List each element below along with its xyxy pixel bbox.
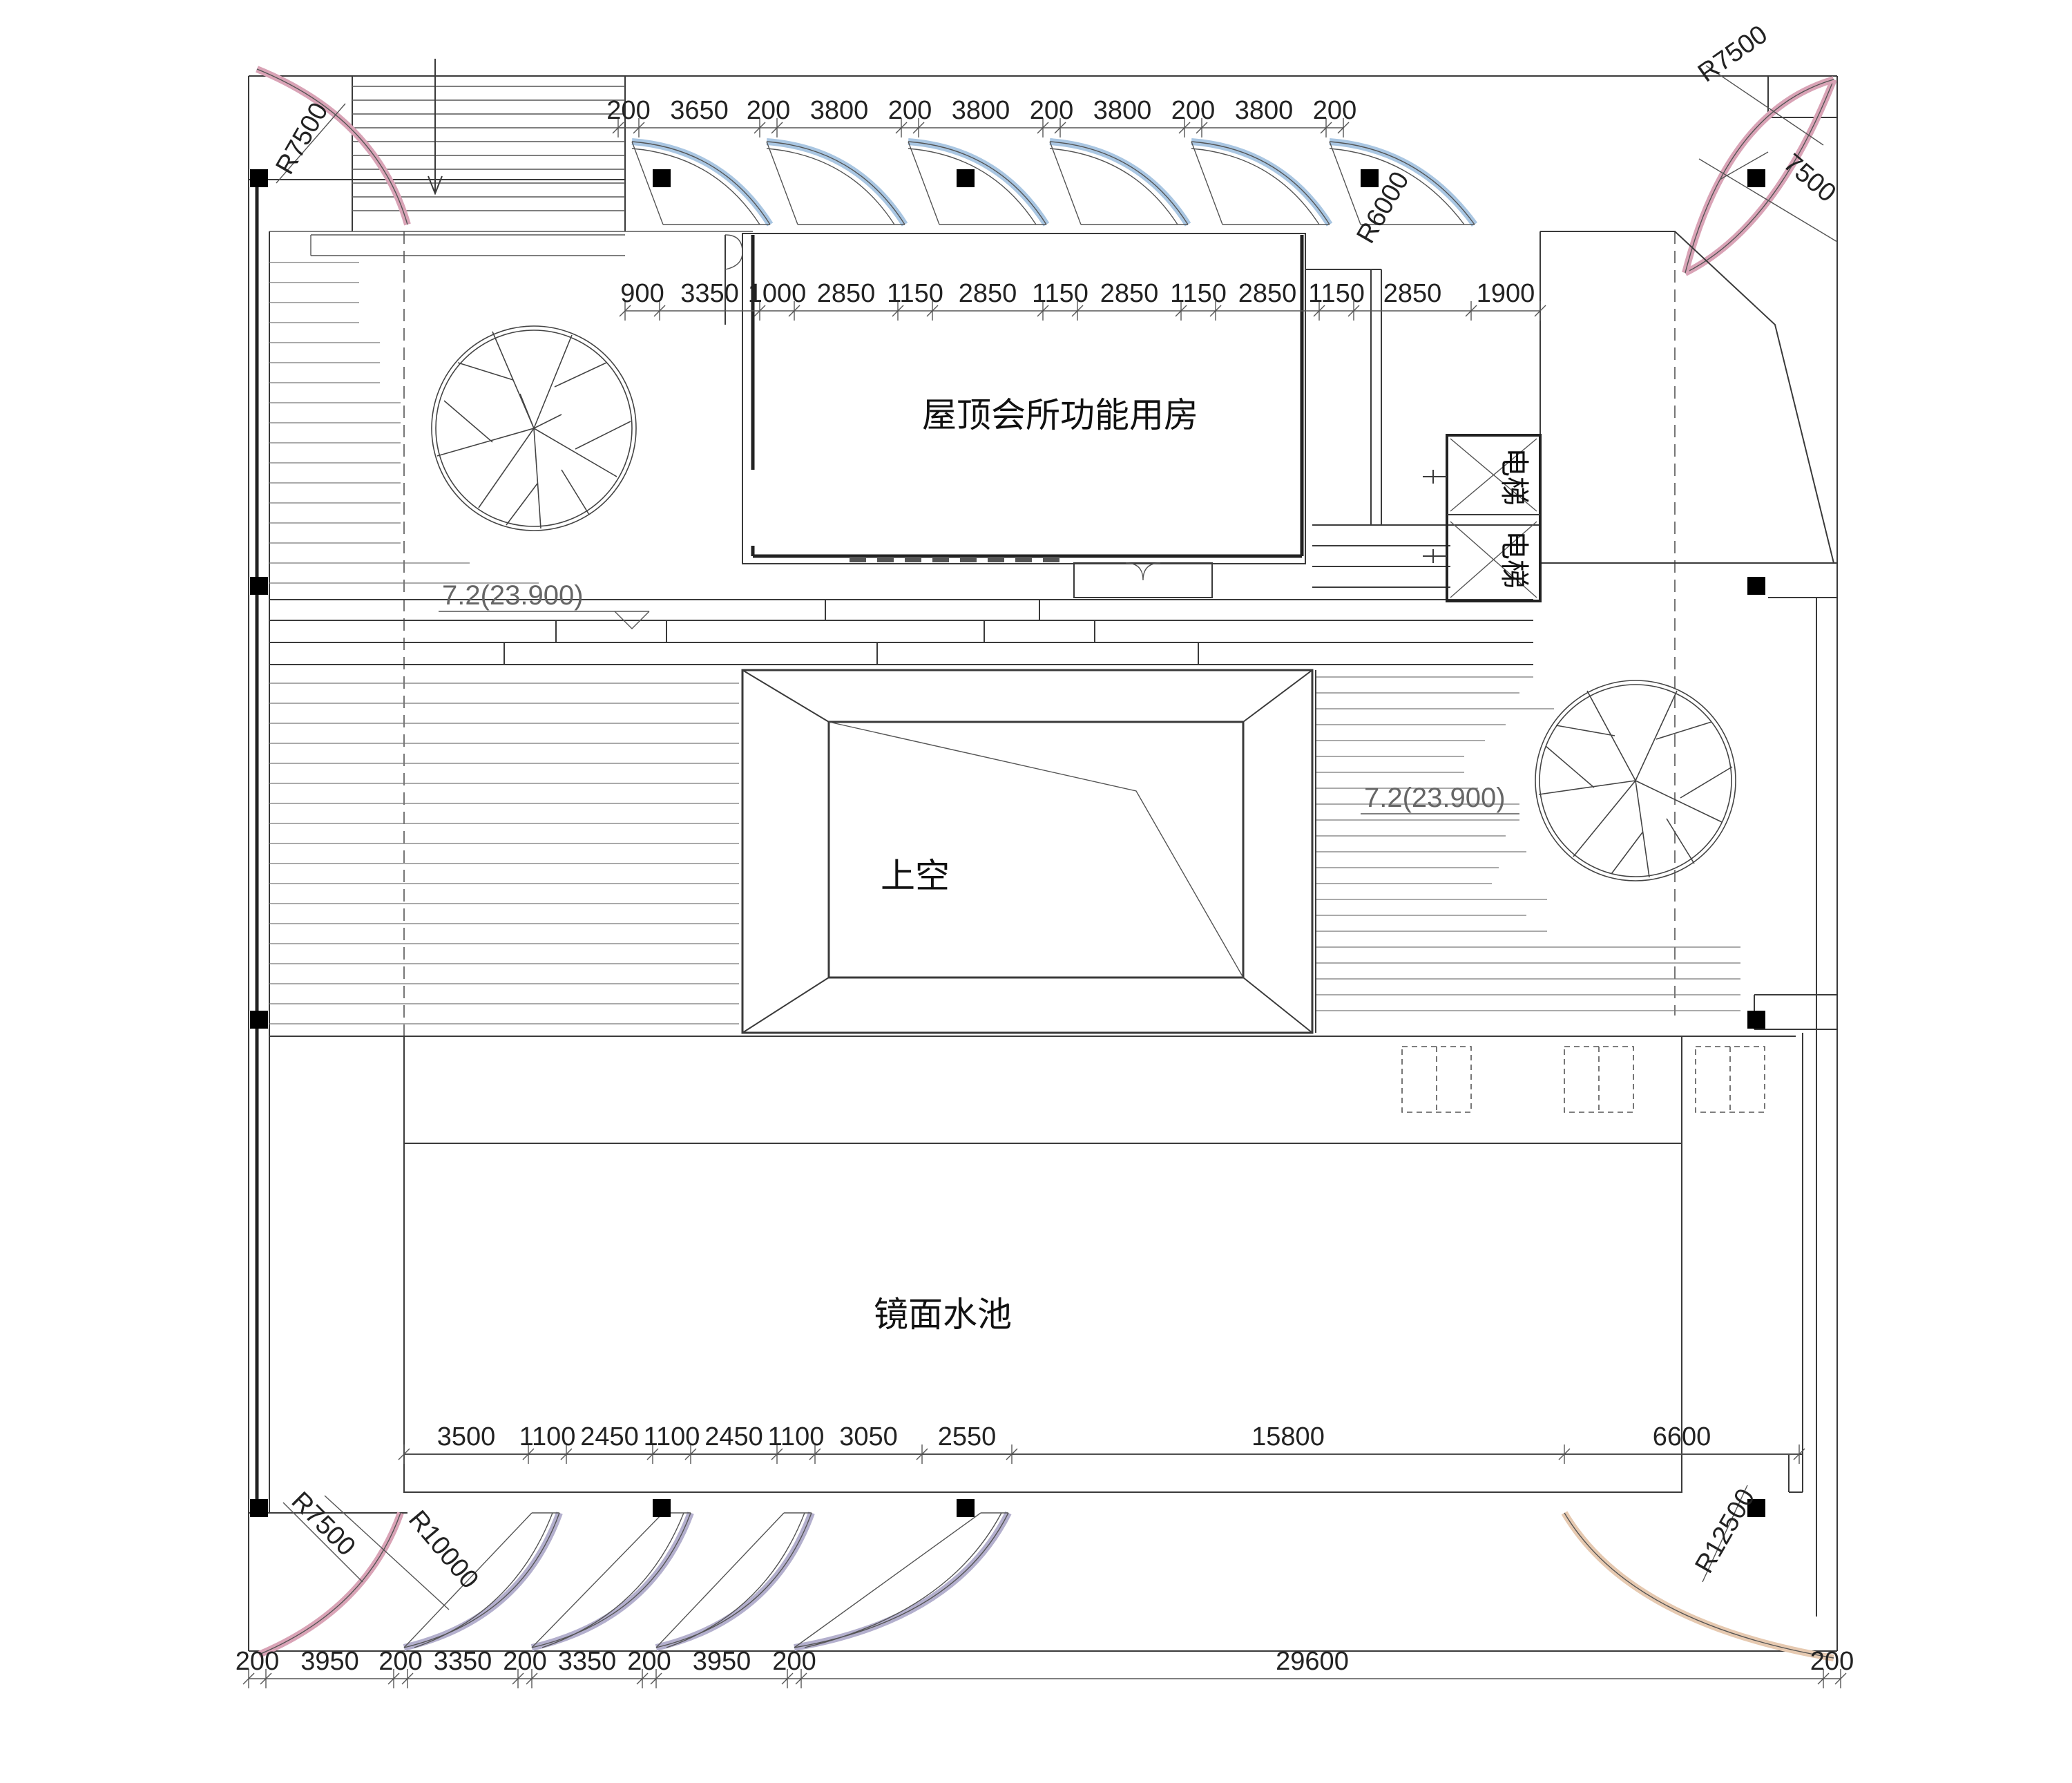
dimension-value: 900: [620, 279, 664, 308]
elevation-label-right: 7.2(23.900): [1364, 783, 1506, 813]
dimension-value: 3950: [693, 1647, 751, 1676]
elevation-markers: 7.2(23.900) 7.2(23.900): [439, 580, 1519, 814]
dimension-value: 2850: [1383, 279, 1442, 308]
dimension-value: 29600: [1276, 1647, 1349, 1676]
dimension-value: 3350: [434, 1647, 492, 1676]
dimension-value: 6600: [1653, 1422, 1711, 1451]
dimension-value: 200: [1171, 96, 1215, 125]
deck-boards-right: [1315, 670, 1740, 1033]
arc-top-left: [256, 66, 411, 226]
mirror-pool: [269, 1036, 1803, 1493]
dimension-value: 2550: [938, 1422, 997, 1451]
dimension-value: 2850: [959, 279, 1017, 308]
dimension-value: 3350: [558, 1647, 617, 1676]
room-label-clubhouse: 屋顶会所功能用房: [922, 395, 1198, 435]
corner-arcs: [256, 65, 1838, 1661]
dimension-value: 200: [378, 1647, 422, 1676]
dimension-value: 200: [772, 1647, 816, 1676]
elevator-label-lower: 电梯: [1497, 531, 1531, 589]
tree-top-left: [431, 325, 637, 531]
dimension-value: 1100: [519, 1422, 576, 1451]
elevator-label-upper: 电梯: [1497, 448, 1531, 506]
dimension-value: 2450: [580, 1422, 639, 1451]
dimension-value: 200: [1030, 96, 1073, 125]
dimension-value: 1150: [1170, 279, 1227, 308]
outer-boundary: [248, 75, 1838, 1652]
dimension-value: 2850: [1238, 279, 1297, 308]
top-fan-windows: [631, 138, 1478, 227]
radius-bottom-left-b: R10000: [403, 1505, 484, 1594]
dimension-value: 200: [606, 96, 650, 125]
dimension-value: 3050: [839, 1422, 898, 1451]
dimension-value: 1100: [644, 1422, 700, 1451]
dimension-value: 200: [627, 1647, 671, 1676]
deck-boards-middle: [269, 599, 1533, 665]
dimension-value: 2850: [1100, 279, 1159, 308]
dimension-value: 3350: [680, 279, 739, 308]
dimension-value: 3650: [670, 96, 729, 125]
columns: [250, 169, 1765, 1517]
dimension-value: 3800: [1235, 96, 1294, 125]
radius-top-right-b: 7500: [1778, 149, 1841, 209]
dimension-value: 200: [236, 1647, 279, 1676]
dimension-chain-bottom: 200 3950 200 3350 200 3350 200 3950 200 29600 200: [236, 1647, 1854, 1688]
dimension-value: 200: [1313, 96, 1356, 125]
clubhouse-room: [725, 231, 1837, 598]
elevation-label-left: 7.2(23.900): [442, 580, 584, 611]
dimension-value: 1150: [1308, 279, 1365, 308]
dimension-value: 15800: [1251, 1422, 1325, 1451]
dimension-value: 3500: [437, 1422, 496, 1451]
bottom-fan-windows: [403, 1511, 1012, 1651]
deck-boards-left: [269, 262, 739, 1024]
elevator-shafts: 电梯 电梯: [1423, 434, 1542, 602]
dimension-value: 3800: [810, 96, 869, 125]
dimension-value: 1100: [768, 1422, 825, 1451]
dimension-value: 1150: [1032, 279, 1088, 308]
tree-right: [1535, 680, 1736, 881]
void-opening: [741, 669, 1314, 1034]
dimension-value: 1000: [748, 279, 807, 308]
dimension-value: 3800: [1093, 96, 1152, 125]
room-label-void: 上空: [881, 856, 950, 896]
dimension-value: 2850: [817, 279, 876, 308]
dimension-value: 3950: [300, 1647, 359, 1676]
dimension-value: 1150: [887, 279, 943, 308]
radius-top-left: R7500: [270, 98, 334, 180]
dimension-value: 1900: [1477, 279, 1535, 308]
arc-bottom-right: [1561, 1511, 1834, 1661]
dimension-chain-upper: 900 3350 1000 2850 1150 2850 1150 2850 1150 2850 1…: [619, 279, 1546, 321]
dimension-value: 2450: [704, 1422, 763, 1451]
radius-bottom-right: R12500: [1689, 1484, 1761, 1578]
dimension-chain-top: 200 3650 200 3800 200 3800 200 3800 200 3800 200: [606, 96, 1356, 137]
dimension-value: 200: [503, 1647, 546, 1676]
dimension-value: 200: [1810, 1647, 1854, 1676]
radius-bottom-left-a: R7500: [286, 1487, 361, 1562]
top-left-steps: [269, 59, 753, 256]
dimension-value: 200: [888, 96, 932, 125]
radius-top-right-a: R7500: [1693, 20, 1773, 88]
dimension-value: 200: [747, 96, 790, 125]
room-label-pool: 镜面水池: [874, 1295, 1012, 1335]
equipment-dashed: [1401, 1046, 1765, 1113]
dimension-value: 3800: [952, 96, 1010, 125]
